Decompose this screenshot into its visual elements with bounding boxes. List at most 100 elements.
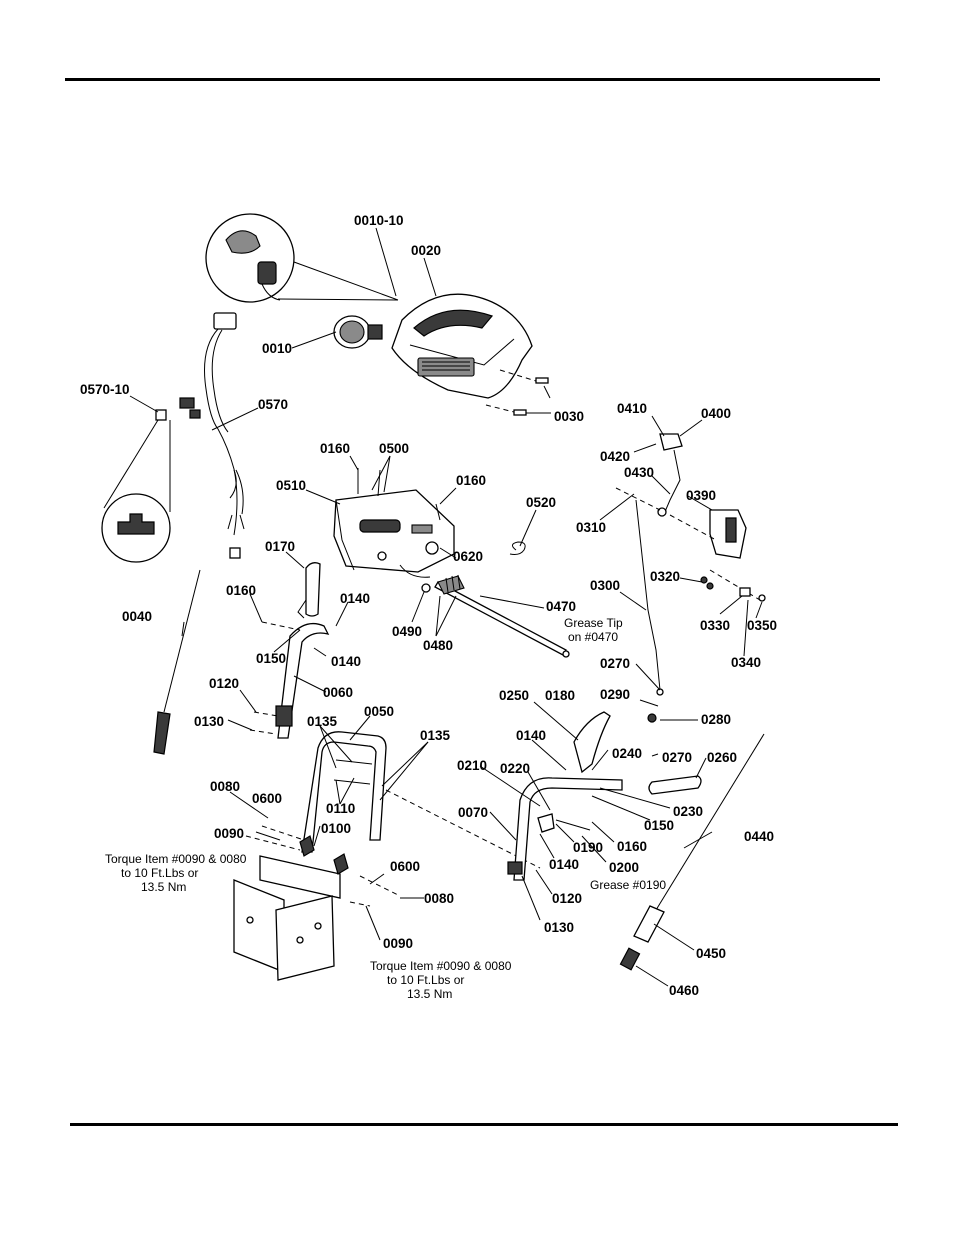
label-0210: 0210 xyxy=(457,758,487,773)
note-grease-tip-1: Grease Tip xyxy=(564,616,623,630)
label-0510: 0510 xyxy=(276,478,306,493)
label-0060: 0060 xyxy=(323,685,353,700)
label-0310: 0310 xyxy=(576,520,606,535)
bolt-0030 xyxy=(485,369,549,416)
label-0160-d: 0160 xyxy=(617,839,647,854)
label-0140-a: 0140 xyxy=(340,591,370,606)
wiring-harness-0570 xyxy=(179,312,245,559)
label-0010: 0010 xyxy=(262,341,292,356)
label-0020: 0020 xyxy=(411,243,441,258)
label-0620: 0620 xyxy=(453,549,483,564)
label-0330: 0330 xyxy=(700,618,730,633)
label-0470: 0470 xyxy=(546,599,576,614)
washer-0490 xyxy=(421,583,431,593)
note-grease-0190: Grease #0190 xyxy=(590,878,666,892)
label-0140-d: 0140 xyxy=(549,857,579,872)
note-grease-tip-2: on #0470 xyxy=(568,630,618,644)
label-0520: 0520 xyxy=(526,495,556,510)
part-labels: 0010-10 0020 0010 0030 0570-10 0570 0410… xyxy=(80,213,777,1001)
label-0160-b: 0160 xyxy=(456,473,486,488)
dash-panel-0510 xyxy=(333,468,455,578)
label-0430: 0430 xyxy=(624,465,654,480)
label-0040: 0040 xyxy=(122,609,152,624)
cover-0020 xyxy=(391,293,533,399)
grip-0260 xyxy=(648,775,702,795)
control-0410-0430 xyxy=(615,433,761,601)
bracket-0390 xyxy=(709,509,747,559)
label-0270-b: 0270 xyxy=(662,750,692,765)
note-torque-left-1: Torque Item #0090 & 0080 xyxy=(105,852,247,866)
label-0480: 0480 xyxy=(423,638,453,653)
label-0120-b: 0120 xyxy=(552,891,582,906)
handle-0070 xyxy=(507,777,623,881)
label-0490: 0490 xyxy=(392,624,422,639)
label-0170: 0170 xyxy=(265,539,295,554)
label-0290: 0290 xyxy=(600,687,630,702)
note-torque-left-3: 13.5 Nm xyxy=(141,880,186,894)
bracket-0190 xyxy=(537,813,591,833)
note-torque-right-2: to 10 Ft.Lbs or xyxy=(387,973,464,987)
label-0400: 0400 xyxy=(701,406,731,421)
fasteners-0320-0350 xyxy=(700,576,766,602)
cable-0440 xyxy=(619,733,765,971)
label-0410: 0410 xyxy=(617,401,647,416)
label-0600-a: 0600 xyxy=(252,791,282,806)
label-0110: 0110 xyxy=(326,801,355,816)
label-0030: 0030 xyxy=(554,409,584,424)
detail-inset-switch xyxy=(205,213,399,303)
leader-lines xyxy=(129,227,763,987)
label-0570: 0570 xyxy=(258,397,288,412)
label-0140-c: 0140 xyxy=(516,728,546,743)
label-0340: 0340 xyxy=(731,655,761,670)
label-0460: 0460 xyxy=(669,983,699,998)
label-0100: 0100 xyxy=(321,821,351,836)
lever-0170 xyxy=(297,562,321,619)
headlight-0010 xyxy=(333,315,383,349)
fuse-inset-0570-10 xyxy=(101,409,171,563)
label-0140-b: 0140 xyxy=(331,654,361,669)
note-torque-left-2: to 10 Ft.Lbs or xyxy=(121,866,198,880)
label-0350: 0350 xyxy=(747,618,777,633)
label-0070: 0070 xyxy=(458,805,488,820)
label-0090-b: 0090 xyxy=(383,936,413,951)
label-0500: 0500 xyxy=(379,441,409,456)
lever-0180 xyxy=(573,711,611,774)
label-0150-a: 0150 xyxy=(256,651,286,666)
label-0160-c: 0160 xyxy=(226,583,256,598)
label-0230: 0230 xyxy=(673,804,703,819)
label-0270-a: 0270 xyxy=(600,656,630,671)
label-0450: 0450 xyxy=(696,946,726,961)
label-0440: 0440 xyxy=(744,829,774,844)
label-0130-a: 0130 xyxy=(194,714,224,729)
label-0220: 0220 xyxy=(500,761,530,776)
header-rule xyxy=(65,78,880,81)
side-plate-left xyxy=(233,835,349,981)
label-0150-b: 0150 xyxy=(644,818,674,833)
hardware-lines-left xyxy=(245,789,541,907)
label-0200: 0200 xyxy=(609,860,639,875)
label-0160-a: 0160 xyxy=(320,441,350,456)
handle-0060 xyxy=(249,621,330,739)
label-0010-10: 0010-10 xyxy=(354,213,404,228)
label-0390: 0390 xyxy=(686,488,716,503)
label-0280: 0280 xyxy=(701,712,731,727)
cable-0040 xyxy=(153,569,201,755)
label-0135-b: 0135 xyxy=(420,728,451,743)
label-0260: 0260 xyxy=(707,750,737,765)
label-0190: 0190 xyxy=(573,840,603,855)
shaft-0470 xyxy=(434,574,570,658)
label-0090-a: 0090 xyxy=(214,826,244,841)
label-0320: 0320 xyxy=(650,569,680,584)
label-0130-b: 0130 xyxy=(544,920,574,935)
note-torque-right-3: 13.5 Nm xyxy=(407,987,452,1001)
label-0080-a: 0080 xyxy=(210,779,240,794)
label-0180: 0180 xyxy=(545,688,575,703)
note-torque-right-1: Torque Item #0090 & 0080 xyxy=(370,959,512,973)
label-0570-10: 0570-10 xyxy=(80,382,130,397)
label-0420: 0420 xyxy=(600,449,630,464)
spring-0520 xyxy=(509,541,526,555)
label-0120-a: 0120 xyxy=(209,676,239,691)
footer-rule xyxy=(70,1123,898,1126)
label-0080-b: 0080 xyxy=(424,891,454,906)
